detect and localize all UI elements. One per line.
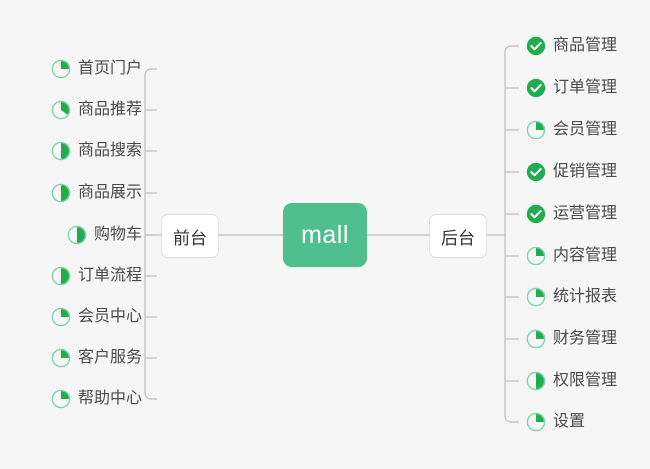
frontend-item-label: 会员中心: [77, 308, 142, 325]
check-circle-icon: [526, 36, 546, 56]
wire-backend-cap-top: [504, 45, 519, 53]
backend-item-label: 订单管理: [553, 79, 618, 96]
check-circle-icon: [526, 162, 546, 182]
frontend-item-label: 首页门户: [77, 60, 142, 77]
backend-item-label: 商品管理: [553, 37, 618, 54]
backend-item-label: 运营管理: [553, 205, 618, 222]
frontend-item-label: 订单流程: [77, 267, 142, 284]
center-node-mall[interactable]: mall: [283, 203, 367, 267]
wire-frontend-cap-top: [144, 68, 157, 76]
progress-pie-icon: [51, 59, 71, 79]
backend-item[interactable]: 订单管理: [526, 75, 617, 101]
frontend-item-label: 商品展示: [77, 184, 142, 201]
progress-pie-icon: [51, 100, 71, 120]
backend-item-label: 促销管理: [553, 163, 618, 180]
branch-node-frontend[interactable]: 前台: [161, 214, 219, 258]
branch-node-backend-label: 后台: [441, 228, 475, 248]
backend-item-label: 内容管理: [553, 247, 618, 264]
progress-pie-icon: [526, 329, 546, 349]
backend-item[interactable]: 统计报表: [526, 284, 617, 310]
backend-item-label: 财务管理: [553, 330, 618, 347]
check-circle-icon: [526, 78, 546, 98]
wire-frontend-cap-bottom: [144, 392, 157, 400]
frontend-item-label: 购物车: [93, 226, 142, 243]
backend-item[interactable]: 权限管理: [526, 368, 617, 394]
backend-item[interactable]: 会员管理: [526, 117, 617, 143]
backend-item[interactable]: 财务管理: [526, 326, 617, 352]
frontend-item-label: 客户服务: [77, 349, 142, 366]
frontend-item-label: 帮助中心: [77, 390, 142, 407]
backend-item-label: 会员管理: [553, 121, 618, 138]
backend-item[interactable]: 内容管理: [526, 243, 617, 269]
progress-pie-icon: [51, 348, 71, 368]
frontend-item[interactable]: 订单流程: [51, 263, 142, 289]
progress-pie-icon: [526, 371, 546, 391]
progress-pie-icon: [51, 266, 71, 286]
frontend-item[interactable]: 客户服务: [51, 345, 142, 371]
branch-node-frontend-label: 前台: [173, 228, 207, 248]
frontend-item[interactable]: 帮助中心: [51, 386, 142, 412]
progress-pie-icon: [51, 389, 71, 409]
progress-pie-icon: [526, 246, 546, 266]
check-circle-icon: [526, 204, 546, 224]
backend-item-label: 统计报表: [553, 288, 618, 305]
backend-item-label: 权限管理: [553, 372, 618, 389]
wire-backend-cap-bottom: [504, 415, 519, 423]
backend-item[interactable]: 设置: [526, 409, 585, 435]
frontend-item[interactable]: 会员中心: [51, 304, 142, 330]
frontend-item[interactable]: 商品推荐: [51, 97, 142, 123]
frontend-item[interactable]: 商品展示: [51, 180, 142, 206]
frontend-item-label: 商品推荐: [77, 101, 142, 118]
branch-node-backend[interactable]: 后台: [429, 214, 487, 258]
frontend-item[interactable]: 商品搜索: [51, 138, 142, 164]
backend-item[interactable]: 促销管理: [526, 159, 617, 185]
backend-item[interactable]: 商品管理: [526, 33, 617, 59]
progress-pie-icon: [526, 287, 546, 307]
center-node-label: mall: [301, 220, 349, 249]
progress-pie-icon: [51, 307, 71, 327]
frontend-item[interactable]: 首页门户: [51, 56, 142, 82]
backend-item-label: 设置: [553, 413, 586, 430]
backend-item[interactable]: 运营管理: [526, 201, 617, 227]
frontend-item-label: 商品搜索: [77, 142, 142, 159]
frontend-item[interactable]: 购物车: [67, 222, 142, 248]
progress-pie-icon: [51, 141, 71, 161]
progress-pie-icon: [51, 183, 71, 203]
progress-pie-icon: [526, 412, 546, 432]
progress-pie-icon: [526, 120, 546, 140]
progress-pie-icon: [67, 225, 87, 245]
